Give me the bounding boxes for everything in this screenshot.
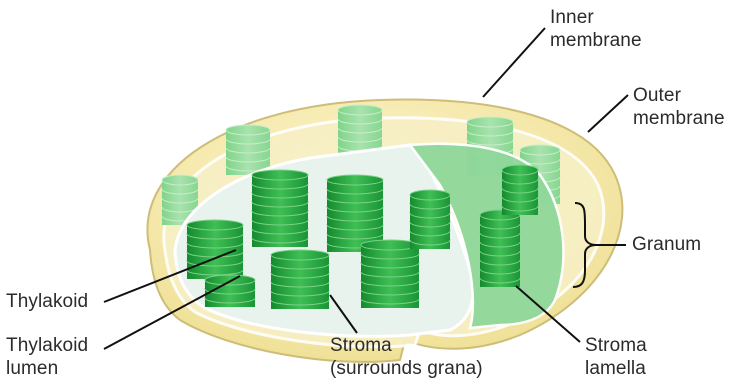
- front-granum-stack: [271, 250, 329, 309]
- label-outer-membrane: Outer membrane: [633, 84, 725, 130]
- label-stroma: Stroma (surrounds grana): [330, 334, 483, 380]
- leader-outer-membrane: [588, 95, 628, 132]
- label-thylakoid: Thylakoid: [6, 290, 88, 313]
- back-granum-stack: [226, 125, 270, 175]
- front-granum-stack: [410, 190, 450, 249]
- label-stroma-lamella: Stroma lamella: [585, 334, 647, 380]
- front-granum-stack: [480, 210, 520, 287]
- front-granum-stack: [361, 240, 419, 308]
- front-granum-stack: [502, 165, 538, 215]
- label-thylakoid-lumen: Thylakoid lumen: [6, 334, 88, 380]
- label-inner-membrane: Inner membrane: [550, 6, 642, 52]
- front-granum-stack: [252, 170, 308, 247]
- back-granum-stack: [338, 105, 382, 155]
- label-granum: Granum: [632, 233, 701, 256]
- leader-inner-membrane: [483, 28, 545, 97]
